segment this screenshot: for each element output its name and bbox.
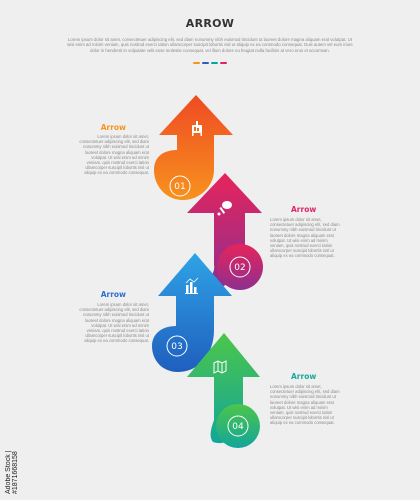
- number-ring: [166, 335, 188, 357]
- number-circle: [217, 244, 263, 290]
- arrow-shape: [154, 95, 233, 200]
- color-dot: [202, 62, 209, 64]
- number-ring: [227, 415, 249, 437]
- step-number: 02: [234, 263, 245, 273]
- intro-text: Lorem ipsum dolor sit amet, consectetuer…: [67, 37, 353, 53]
- step-02-arrow: 02: [187, 173, 263, 290]
- arrow-shape: [187, 173, 262, 290]
- step-01-arrow: 01: [154, 95, 233, 200]
- step-title: Arrow: [291, 205, 317, 214]
- step-title: Arrow: [100, 123, 126, 132]
- presentation-board-icon: [192, 121, 202, 136]
- map-icon: [213, 360, 227, 374]
- page-title: ARROW: [185, 17, 235, 30]
- number-ring: [229, 256, 251, 278]
- arrow-shape: [152, 253, 232, 372]
- step-04-arrow: 04: [187, 333, 260, 448]
- color-dot: [193, 62, 200, 64]
- number-ring: [169, 175, 191, 197]
- stock-watermark: Adobe Stock | #1871668158: [5, 450, 19, 494]
- step-description: Lorem ipsum dolor sit amet, consectetuer…: [270, 384, 340, 426]
- step-title: Arrow: [100, 290, 126, 299]
- step-number: 03: [171, 342, 182, 352]
- color-dot: [220, 62, 227, 64]
- step-number: 04: [232, 422, 244, 432]
- number-circle: [216, 404, 260, 448]
- chicken-leg-icon: [217, 201, 232, 216]
- step-description: Lorem ipsum dolor sit amet, consectetuer…: [79, 134, 149, 176]
- color-dots: [193, 62, 229, 65]
- step-number: 01: [174, 182, 185, 192]
- step-03-arrow: 03: [152, 253, 232, 372]
- color-dot: [211, 62, 218, 64]
- step-title: Arrow: [291, 372, 317, 381]
- step-description: Lorem ipsum dolor sit amet, consectetuer…: [79, 302, 149, 344]
- step-description: Lorem ipsum dolor sit amet, consectetuer…: [270, 217, 340, 259]
- bar-chart-icon: [185, 277, 199, 294]
